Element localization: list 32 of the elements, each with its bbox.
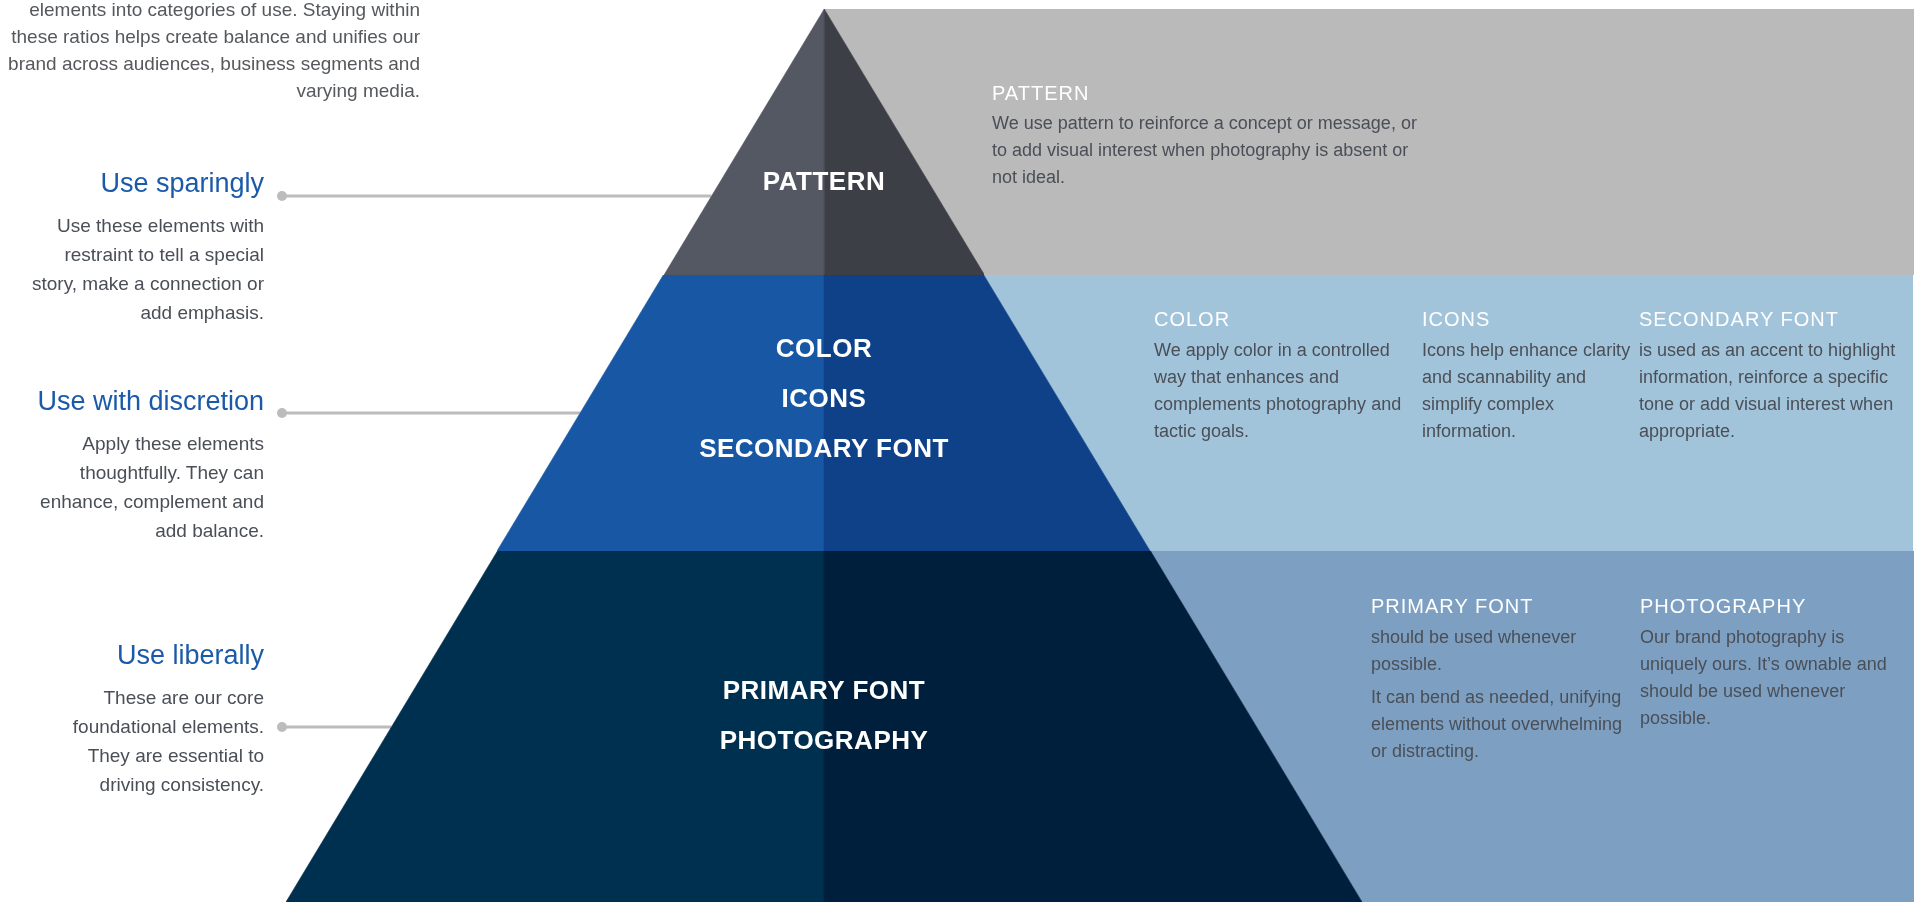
usage-heading: Use liberally [115, 640, 264, 671]
description-text: should be used whenever possible. [1371, 626, 1578, 676]
pyramid-tier [497, 275, 1151, 551]
usage-heading: Use sparingly [99, 168, 264, 199]
section-heading: PRIMARY FONT [1371, 595, 1535, 618]
description-text: It can bend as needed, unifying elements without overwhelming or distracting. [1371, 686, 1624, 763]
tier-label: PATTERN [761, 166, 887, 196]
tier-label: PHOTOGRAPHY [718, 725, 930, 755]
leader-line [277, 408, 581, 418]
description-text: We use pattern to reinforce a concept or message, or to add visual interest when photography is absent or not ideal. [992, 112, 1418, 189]
section-heading: ICONS [1422, 308, 1492, 331]
usage-description: Use these elements with restraint to tell a special story, make a connection or add emphasis. [31, 214, 264, 325]
leader-line [277, 191, 712, 201]
pyramid-tier [663, 9, 985, 275]
section-heading: PHOTOGRAPHY [1640, 595, 1808, 618]
leader-line [277, 722, 392, 732]
usage-heading: Use with discretion [36, 386, 264, 417]
tier-label: PRIMARY FONT [721, 675, 927, 705]
section-heading: COLOR [1154, 308, 1232, 331]
description-text: We apply color in a controlled way that enhances and complements photography and tactic goals. [1154, 339, 1403, 443]
usage-description: These are our core foundational elements. They are essential to driving consistency. [71, 686, 264, 797]
section-heading: SECONDARY FONT [1639, 308, 1840, 331]
tier-label: COLOR [774, 333, 874, 363]
description-text: Icons help enhance clarity and scannability and simplify complex information. [1422, 339, 1632, 443]
tier-label: ICONS [780, 383, 868, 413]
description-text: is used as an accent to highlight information, reinforce a specific tone or add visual interest when appropriate. [1639, 339, 1897, 443]
description-text: Our brand photography is uniquely ours. It’s ownable and should be used whenever possible. [1640, 626, 1888, 730]
section-heading: PATTERN [992, 82, 1091, 105]
intro-text: elements into categories of use. Staying within these ratios helps create balance and unifies our brand across audiences, business segments and varying media. [7, 0, 420, 103]
pyramid-tier [285, 551, 1362, 902]
tier-label: SECONDARY FONT [698, 433, 950, 463]
usage-description: Apply these elements thoughtfully. They can enhance, complement and add balance. [39, 432, 264, 543]
